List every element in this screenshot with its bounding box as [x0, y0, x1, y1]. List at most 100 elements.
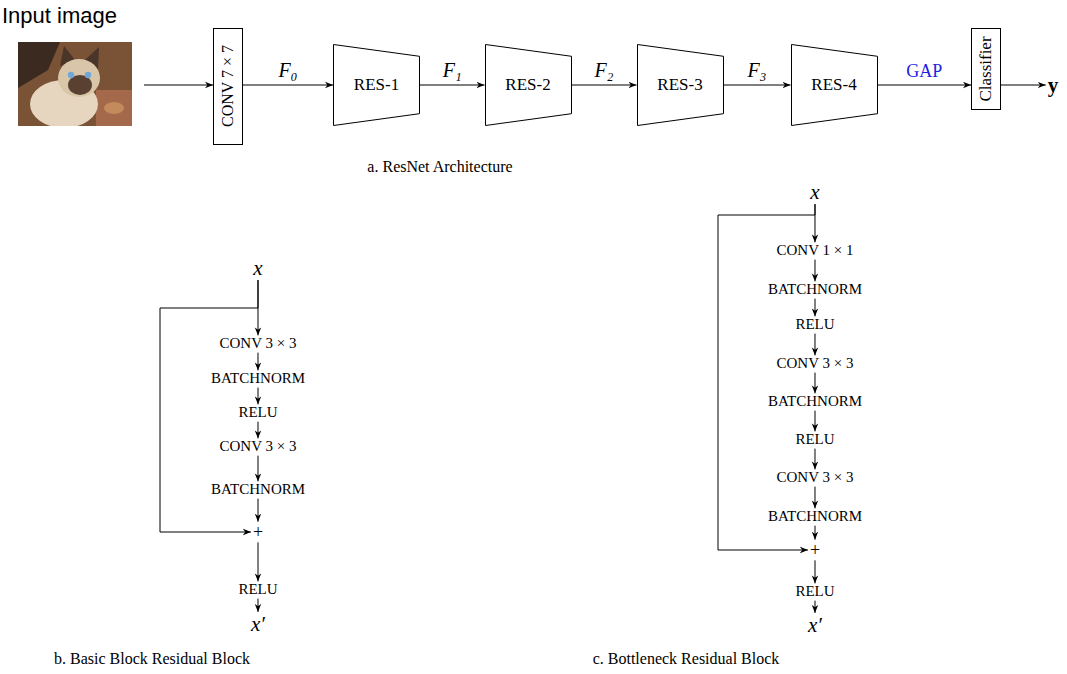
residual-stage: RES-3	[637, 44, 724, 126]
step-label: RELU	[238, 581, 277, 598]
figure-caption: c. Bottleneck Residual Block	[593, 650, 780, 667]
step-label: x	[253, 256, 262, 280]
edge-label-holder: F₀	[277, 59, 298, 82]
caption-holder: b. Basic Block Residual Block	[54, 650, 250, 668]
flow-arrow	[814, 487, 815, 509]
caption-holder: c. Bottleneck Residual Block	[593, 650, 780, 668]
flow-arrow	[815, 411, 816, 432]
flow-arrow	[815, 299, 816, 317]
edge-label-holder: GAP	[905, 61, 943, 82]
flow-arrow	[815, 560, 816, 583]
flow-arrow	[878, 85, 972, 86]
step-label: RELU	[795, 316, 834, 333]
feature-label: F₁	[442, 59, 463, 81]
feature-label: F₀	[277, 59, 298, 81]
flow-step: RELU	[236, 581, 279, 598]
residual-stage: RES-2	[485, 44, 572, 126]
flow-step: +	[251, 522, 265, 543]
flow-arrow	[814, 601, 815, 613]
flow-arrow	[257, 353, 258, 371]
flow-step: CONV 1 × 1	[775, 242, 856, 259]
connector-group	[144, 85, 1046, 613]
flow-arrow	[257, 599, 258, 612]
flow-arrow	[724, 85, 791, 86]
flow-step: y	[1046, 73, 1061, 97]
flow-arrow	[258, 388, 259, 405]
step-label: +	[253, 522, 263, 543]
flow-arrow	[243, 85, 333, 86]
step-label: BATCHNORM	[211, 481, 305, 498]
rug-pattern	[104, 102, 124, 114]
flow-step: BATCHNORM	[209, 481, 307, 498]
trapezoid-shape	[791, 45, 877, 126]
flow-step: RELU	[793, 431, 836, 448]
flow-step: BATCHNORM	[766, 393, 864, 410]
step-label: CONV 3 × 3	[220, 438, 297, 455]
layer-box: Classifier	[971, 28, 1001, 110]
feature-label: F₂	[593, 59, 614, 81]
cat-eye	[85, 72, 91, 78]
flow-arrow	[814, 373, 815, 394]
box-label: RES-3	[657, 75, 702, 95]
flow-arrow	[815, 526, 816, 540]
step-label: CONV 1 × 1	[777, 242, 854, 259]
step-label: RELU	[238, 404, 277, 421]
caption-holder: a. ResNet Architecture	[367, 158, 512, 176]
step-label: RELU	[795, 583, 834, 600]
flow-step: BATCHNORM	[209, 370, 307, 387]
residual-stage: RES-4	[791, 44, 878, 126]
flow-step: BATCHNORM	[766, 281, 864, 298]
edge-label-holder: F₁	[442, 59, 463, 82]
step-label: x′	[808, 613, 822, 637]
residual-stage: RES-1	[333, 44, 420, 126]
flow-step: CONV 3 × 3	[775, 469, 856, 486]
box-label: RES-4	[811, 75, 856, 95]
input-image: Input image	[2, 4, 144, 130]
flow-arrow	[257, 456, 258, 482]
step-label: CONV 3 × 3	[220, 335, 297, 352]
rug-pattern	[96, 90, 132, 126]
box-label: RES-2	[505, 75, 550, 95]
flow-step: BATCHNORM	[766, 508, 864, 525]
step-label: BATCHNORM	[211, 370, 305, 387]
trapezoid-shape	[334, 45, 420, 126]
trapezoid-shape	[485, 45, 571, 126]
flow-arrow	[814, 449, 815, 470]
feature-label: F₃	[746, 59, 767, 81]
flow-arrow	[1001, 85, 1046, 86]
flow-arrow	[814, 334, 815, 356]
trapezoid-shape	[637, 45, 723, 126]
flow-arrow	[572, 85, 637, 86]
edge-label-holder: F₂	[593, 59, 614, 82]
flow-step: CONV 3 × 3	[775, 355, 856, 372]
box-label: RES-1	[354, 75, 399, 95]
step-label: RELU	[795, 431, 834, 448]
cat-eye	[68, 72, 74, 78]
flow-step: RELU	[793, 583, 836, 600]
box-label: CONV 7 × 7	[219, 45, 237, 127]
flow-arrow	[257, 422, 258, 439]
flow-step: RELU	[793, 316, 836, 333]
step-label: BATCHNORM	[768, 281, 862, 298]
figure-caption: a. ResNet Architecture	[367, 158, 512, 175]
step-label: x′	[251, 612, 265, 636]
flow-step: x′	[806, 613, 824, 637]
step-label: CONV 3 × 3	[777, 469, 854, 486]
step-label: +	[810, 540, 820, 561]
flow-step: CONV 3 × 3	[218, 438, 299, 455]
step-label: y	[1048, 73, 1059, 97]
edge-label-holder: F₃	[746, 59, 767, 82]
flow-arrow	[420, 85, 485, 86]
step-label: BATCHNORM	[768, 508, 862, 525]
flow-arrow	[814, 260, 815, 282]
step-label: x	[810, 180, 819, 204]
image-heading: Input image	[2, 4, 144, 28]
flow-step: CONV 3 × 3	[218, 335, 299, 352]
flow-step: +	[808, 540, 822, 561]
flow-step: x	[808, 180, 821, 204]
step-label: BATCHNORM	[768, 393, 862, 410]
flow-step: x′	[249, 612, 267, 636]
figure-caption: b. Basic Block Residual Block	[54, 650, 250, 667]
flow-arrow	[258, 542, 259, 581]
